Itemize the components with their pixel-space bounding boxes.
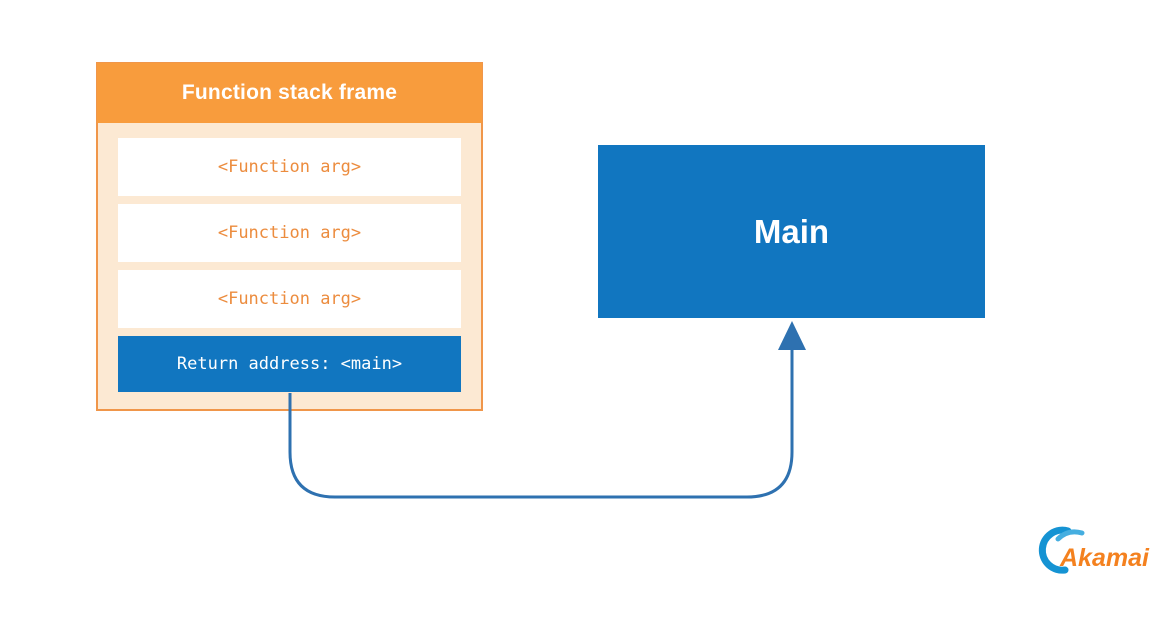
function-arg-row: <Function arg> [118,204,461,262]
akamai-wordmark: Akamai [1059,544,1150,572]
akamai-wave-icon [1055,529,1085,542]
main-box-label: Main [753,212,830,250]
main-box: Main [598,145,985,318]
function-stack-frame: Function stack frame <Function arg> <Fun… [96,62,483,411]
function-arg-row: <Function arg> [118,138,461,196]
stack-frame-title: Function stack frame [97,63,482,123]
stack-frame-body: <Function arg> <Function arg> <Function … [98,122,481,410]
akamai-logo: Akamai [1038,526,1150,574]
arrow-head-icon [778,321,806,350]
return-address-row: Return address: <main> [118,336,461,392]
function-arg-row: <Function arg> [118,270,461,328]
akamai-swoosh-icon [1038,526,1072,574]
